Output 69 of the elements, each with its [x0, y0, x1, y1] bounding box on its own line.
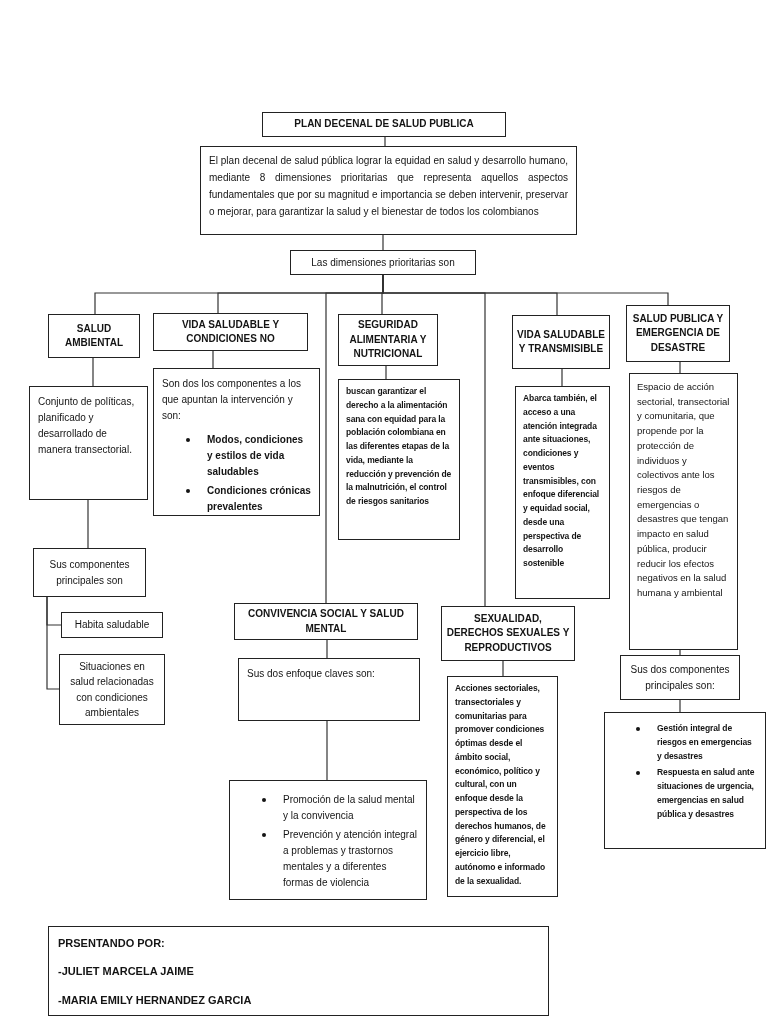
connector-line	[679, 699, 681, 713]
box-title: VIDA SALUDABLE Y CONDICIONES NO	[180, 317, 281, 346]
box-text: Acciones sectoriales, transectoriales y comunitarias para promover condiciones óptimas desde el ámbito social, económico, político y cultural, con un enfoque desde la perspectiva de los derechos humanos, de género y diferencial, el ejercicio libre, autónomo e informado de la sexualidad.	[455, 682, 547, 888]
description-box	[29, 386, 148, 500]
description-box	[447, 676, 558, 897]
connector-line	[46, 596, 60, 690]
box-title: PLAN DECENAL DE SALUD PUBLICA	[293, 117, 475, 132]
dimension-box	[626, 305, 730, 362]
bullet-list-box	[229, 780, 427, 900]
dimension-box	[512, 315, 610, 369]
box-text: Sus dos enfoque claves son:	[247, 667, 376, 681]
connector-line	[382, 234, 384, 251]
credits-line: -JULIET MARCELA JAIME	[58, 964, 195, 979]
box-text: Son dos los componentes a los que apuntan la intervención y son:	[162, 377, 302, 423]
component-box	[61, 612, 163, 638]
intro-box	[620, 655, 740, 700]
box-text: Habita saludable	[73, 618, 151, 633]
connector-line	[679, 361, 681, 374]
connector-line	[679, 649, 681, 656]
connector-line	[92, 357, 94, 387]
bullet-text: Gestión integral de riesgos en emergencias y desastres	[657, 722, 753, 763]
connector-line	[212, 350, 214, 369]
box-text: buscan garantizar el derecho a la alimentación sana con equidad para la población colombiana en las diferentes etapas de la vida, mediante la reducción y prevención de la malnutrición, el control de riesgos sanitarios	[346, 385, 452, 509]
bullet-text: Respuesta en salud ante situaciones de urgencia, emergencias en salud pública y desastres	[657, 766, 756, 821]
connector-line	[382, 274, 669, 306]
box-text: Sus componentes principales son	[48, 558, 131, 588]
connector-line	[502, 660, 504, 677]
box-title: CONVIVENCIA SOCIAL Y SALUD MENTAL	[247, 607, 405, 636]
credits-line: -MARIA EMILY HERNANDEZ GARCIA	[58, 992, 253, 1007]
box-text: Espacio de acción sectorial, transectorial y comunitaria, que propende por la protección de individuos y colectivos ante los riesgos de emergencias o desastres que tengan impacto en salud pública, producir reducir los efectos negativos en la salud humana y ambiental	[637, 380, 730, 601]
description-box	[515, 386, 610, 599]
description-box	[200, 146, 577, 235]
dimension-box	[48, 314, 140, 358]
credits-box	[48, 926, 549, 1016]
title-box	[262, 112, 506, 137]
intro-box	[33, 548, 146, 597]
connector-line	[385, 365, 387, 380]
bullet-text: Prevención y atención integral a problemas y trastornos mentales y a diferentes formas de violencia	[283, 828, 418, 890]
intro-box	[290, 250, 476, 275]
connector-line	[87, 499, 89, 549]
dimension-box	[153, 313, 308, 351]
dimension-box	[441, 606, 575, 661]
dimension-box	[338, 314, 438, 366]
box-title: SEXUALIDAD, DERECHOS SEXUALES Y REPRODUCTIVOS	[446, 611, 570, 655]
box-text: Conjunto de políticas, planificado y desarrollado de manera transectorial.	[38, 395, 136, 457]
dimension-box	[234, 603, 418, 640]
connector-line	[384, 136, 386, 147]
bullet-text: Condiciones crónicas prevalentes	[207, 484, 311, 514]
box-text: Las dimensiones prioritarias son	[310, 255, 456, 270]
component-box	[59, 654, 165, 725]
box-title: SALUD PUBLICA Y EMERGENCIA DE DESASTRE	[631, 311, 725, 355]
box-title: VIDA SALUDABLE Y TRANSMISIBLE	[517, 327, 605, 356]
bullet-text: Promoción de la salud mental y la convivencia	[283, 793, 416, 823]
box-title: SALUD AMBIENTAL	[63, 321, 125, 350]
connector-line	[561, 368, 563, 387]
credits-line: PRSENTANDO POR:	[58, 936, 166, 951]
description-box	[338, 379, 460, 540]
intro-box	[238, 658, 420, 721]
connector-line	[326, 639, 328, 659]
box-text: El plan decenal de salud pública lograr la equidad en salud y desarrollo humano, mediante 8 dimensiones prioritarias que representa aquellos aspectos fundamentales que por su magnitud e importancia se deben intervenir, preservar o mejorar, para garantizar la salud y el bienestar de todos los colombianos	[209, 154, 568, 219]
box-title: SEGURIDAD ALIMENTARIA Y NUTRICIONAL	[348, 318, 428, 362]
connector-line	[326, 720, 328, 781]
box-text: Abarca también, el acceso a una atención integrada ante situaciones, condiciones y eventos transmisibles, con enfoque diferencial y equidad social, desde una perspectiva de desarrollo sostenible	[523, 392, 601, 571]
bullet-list-box	[604, 712, 766, 849]
description-box	[153, 368, 320, 516]
box-text: Sus dos componentes principales son:	[629, 663, 731, 693]
description-box	[629, 373, 738, 650]
bullet-text: Modos, condiciones y estilos de vida saludables	[207, 433, 305, 479]
box-text: Situaciones en salud relacionadas con condiciones ambientales	[69, 659, 155, 720]
